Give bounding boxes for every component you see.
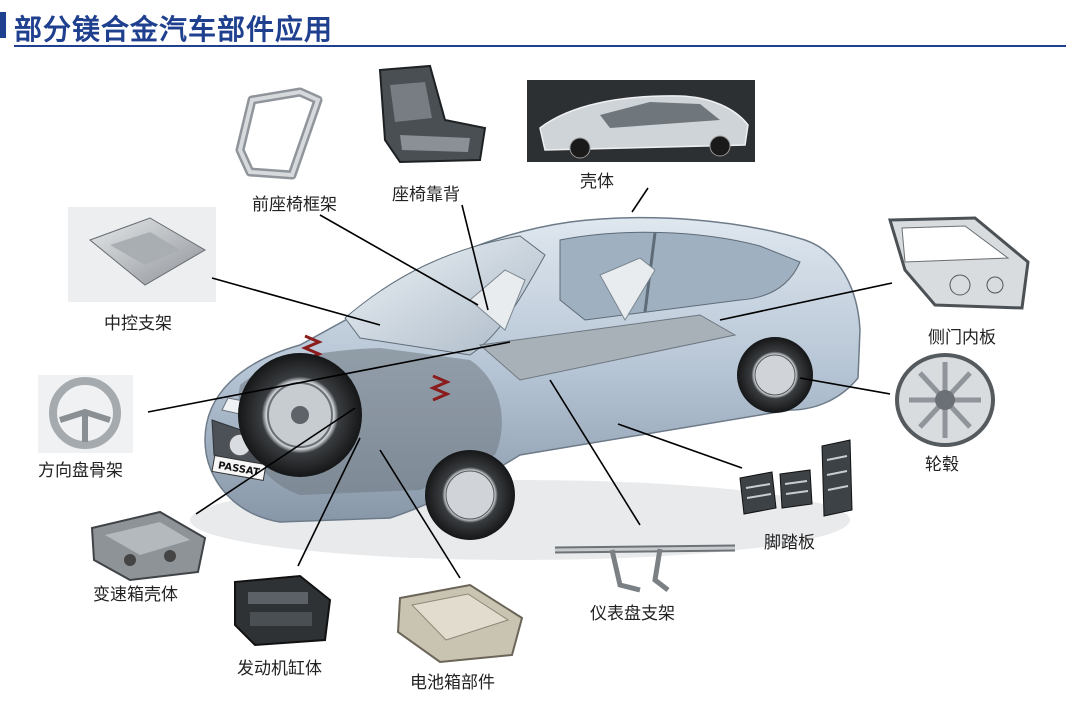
label-instrument-panel-bracket: 仪表盘支架 (590, 604, 675, 624)
instrument-panel-bracket-image (554, 544, 736, 593)
engine-block-image (234, 574, 332, 647)
leader-engine-block (297, 437, 361, 567)
title-underline (14, 45, 1066, 47)
leader-seat-back (461, 204, 489, 311)
leader-battery-box-part (379, 449, 461, 579)
page-title: 部分镁合金汽车部件应用 (14, 13, 334, 46)
leader-body-shell (631, 187, 649, 213)
center-bracket-image (68, 207, 216, 302)
title-accent-bar (0, 12, 6, 38)
gearbox-housing-image (90, 510, 207, 582)
leader-gearbox-housing (195, 407, 356, 515)
side-door-inner-image (887, 216, 1030, 310)
label-pedal: 脚踏板 (764, 533, 815, 553)
label-seat-back: 座椅靠背 (392, 185, 460, 205)
leader-lines (147, 187, 893, 579)
slide-header: 部分镁合金汽车部件应用 (0, 0, 1080, 50)
label-engine-block: 发动机缸体 (237, 659, 322, 679)
leader-pedal (617, 423, 743, 469)
leader-instrument-panel-bracket (549, 379, 641, 526)
windshield (344, 235, 546, 356)
pedal-image (739, 439, 853, 517)
wheel-hub-image (895, 353, 995, 447)
label-battery-box-part: 电池箱部件 (410, 673, 495, 693)
label-front-seat-frame: 前座椅框架 (252, 195, 337, 215)
front-seat-frame-image (235, 87, 323, 180)
steering-wheel-frame-image (38, 375, 133, 453)
leader-wheel-hub (799, 377, 891, 395)
battery-box-part-image (396, 583, 524, 664)
leader-front-seat-frame (319, 214, 479, 306)
label-steering-wheel-frame: 方向盘骨架 (38, 461, 123, 481)
leader-steering-wheel-frame (147, 341, 511, 413)
front-wheel (238, 353, 362, 477)
label-side-door-inner: 侧门内板 (928, 328, 996, 348)
rear-wheel (425, 337, 813, 540)
label-gearbox-housing: 变速箱壳体 (93, 585, 178, 605)
seat-back-image (378, 64, 487, 164)
label-wheel-hub: 轮毂 (925, 455, 959, 475)
label-body-shell: 壳体 (580, 172, 614, 192)
car-illustration: PASSAT (190, 216, 861, 560)
leader-center-bracket (211, 277, 381, 326)
body-shell-image (527, 80, 755, 162)
leader-side-door-inner (719, 282, 893, 321)
label-center-bracket: 中控支架 (104, 314, 172, 334)
